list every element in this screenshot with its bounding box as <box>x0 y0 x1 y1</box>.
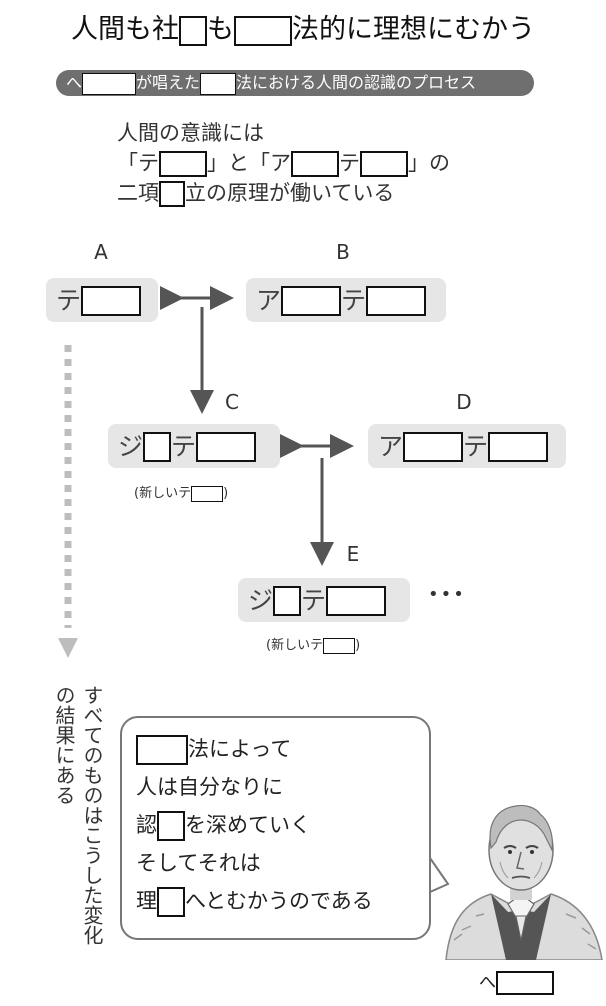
intro-fragment: 「テ <box>117 151 159 175</box>
intro-fragment: 二項 <box>117 181 159 205</box>
title-part-1: 人間も社 <box>71 14 179 45</box>
blank-box <box>403 432 464 462</box>
node-text: ジ <box>248 586 274 615</box>
blank-box <box>81 286 142 316</box>
portrait-label: へ <box>479 968 554 995</box>
bubble-fragment: へとむかうのである <box>185 889 373 913</box>
ellipsis: ••• <box>428 584 466 605</box>
bubble-line-2: 人は自分なりに <box>136 775 283 799</box>
node-text: ジ <box>118 432 144 461</box>
bubble-fragment: を深めていく <box>185 813 311 837</box>
node-caption: (新しいテ) <box>134 482 228 502</box>
intro-line-1: 人間の意識には <box>117 121 264 145</box>
blank-box <box>323 637 356 654</box>
blank-box <box>488 432 549 462</box>
intro-fragment: 立の原理が働いている <box>185 181 395 205</box>
title: 人間も社も 法的に理想にむかう <box>0 10 606 50</box>
caption-text: ) <box>355 638 361 653</box>
node-text: ア <box>256 286 282 315</box>
banner-part-3: 法における人間の認識のプロセス <box>236 73 477 92</box>
intro-text: 人間の意識には 「テ 」と「ア テ 」の 二項 立の原理が働いている <box>117 118 450 208</box>
label-d: D <box>456 390 472 414</box>
node-text: テ <box>56 286 82 315</box>
caption-text: (新しいテ <box>134 486 192 501</box>
banner-part-2: が唱えた <box>136 73 201 92</box>
node-synthesis-2: ジテ <box>238 578 410 622</box>
label-c: C <box>225 390 239 414</box>
bubble-fragment: 法によって <box>188 737 292 761</box>
blank-box <box>157 811 185 841</box>
caption-text: ) <box>223 486 229 501</box>
blank-box <box>82 72 137 95</box>
bubble-line-5: 理 へとむかうのである <box>136 882 373 920</box>
vertical-note: すべてのものはこうした変化の結果にある <box>52 685 104 945</box>
bubble-fragment: 理 <box>136 889 157 913</box>
blank-box <box>360 151 408 177</box>
intro-fragment: 」の <box>408 151 450 175</box>
node-text: テ <box>171 432 197 461</box>
blank-box <box>196 432 257 462</box>
label-a: A <box>94 240 108 264</box>
title-part-2: も <box>207 14 234 45</box>
bubble-line-4: そしてそれは <box>136 851 261 875</box>
node-text: テ <box>341 286 367 315</box>
blank-box <box>291 151 339 177</box>
intro-fragment: テ <box>339 151 360 175</box>
speech-bubble-tail <box>429 857 450 893</box>
blank-box <box>326 586 387 616</box>
banner-part-1: へ <box>66 73 83 92</box>
blank-box <box>191 485 224 502</box>
dotted-progression-head <box>58 638 78 658</box>
node-text: ア <box>378 432 404 461</box>
bubble-line-3: 認 を深めていく <box>136 806 373 844</box>
intro-line-3: 二項 立の原理が働いている <box>117 178 450 208</box>
label-b: B <box>336 240 350 264</box>
blank-box <box>234 15 292 46</box>
blank-box <box>157 887 185 917</box>
intro-fragment: 」と「ア <box>207 151 291 175</box>
blank-box <box>200 72 237 95</box>
blank-box <box>136 735 188 765</box>
portrait-illustration <box>445 804 603 960</box>
node-antithesis-2: アテ <box>368 424 566 468</box>
node-text: テ <box>463 432 489 461</box>
blank-box <box>281 286 342 316</box>
section-banner: へ が唱えた 法における人間の認識のプロセス <box>56 70 534 96</box>
node-antithesis: アテ <box>246 278 446 322</box>
bubble-fragment: 認 <box>136 813 157 837</box>
blank-box <box>273 586 302 616</box>
title-part-3: 法的に理想にむかう <box>292 14 535 45</box>
bubble-line-1: 法によって <box>136 730 373 768</box>
blank-box <box>496 971 554 995</box>
blank-box <box>366 286 427 316</box>
speech-bubble-text: 法によって 人は自分なりに 認 を深めていく そしてそれは 理 へとむかうのである <box>136 730 373 920</box>
caption-text: (新しいテ <box>266 638 324 653</box>
node-caption: (新しいテ) <box>266 634 360 654</box>
portrait-label-text: へ <box>479 973 496 993</box>
label-e: E <box>346 542 360 566</box>
intro-line-2: 「テ 」と「ア テ 」の <box>117 148 450 178</box>
blank-box <box>159 151 207 177</box>
blank-box <box>179 15 207 46</box>
blank-box <box>159 181 185 207</box>
node-text: テ <box>301 586 327 615</box>
blank-box <box>143 432 172 462</box>
node-synthesis: ジテ <box>108 424 280 468</box>
node-thesis: テ <box>46 278 158 322</box>
